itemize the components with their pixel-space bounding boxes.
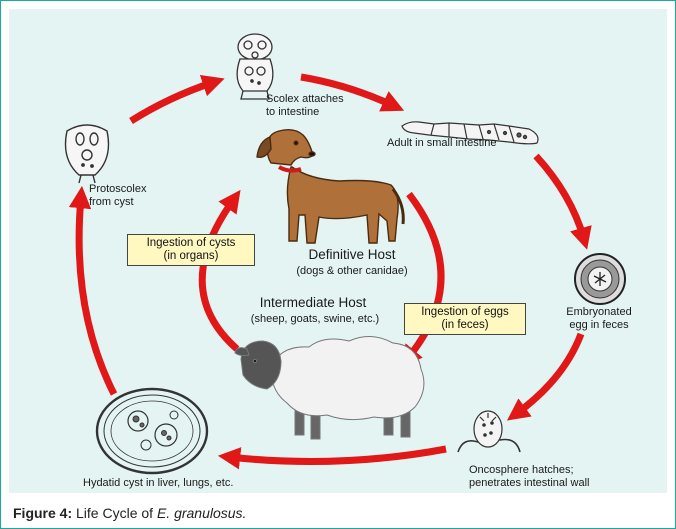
oncosphere-icon <box>458 411 520 452</box>
definitive-host-title: Definitive Host <box>277 247 427 263</box>
label-oncosphere: Oncosphere hatches; penetrates intestina… <box>469 464 589 490</box>
label-hydatid: Hydatid cyst in liver, lungs, etc. <box>83 477 233 490</box>
figure-caption: Figure 4: Life Cycle of E. granulosus. <box>13 505 246 521</box>
protoscolex-icon <box>66 125 109 183</box>
arrow-adult-to-egg <box>536 156 584 239</box>
scolex-icon <box>237 34 273 99</box>
caption-species: E. granulosus. <box>157 505 247 521</box>
caption-number: Figure 4: <box>13 505 72 521</box>
note-ingestion-eggs: Ingestion of eggs (in feces) <box>404 303 526 335</box>
arrow-egg-to-oncosphere <box>516 334 581 414</box>
intermediate-host-title: Intermediate Host <box>233 295 393 311</box>
arrow-protoscolex-to-scolex <box>131 82 214 121</box>
egg-icon <box>575 254 625 304</box>
caption-prefix: Life Cycle of <box>76 505 153 521</box>
label-adult: Adult in small intestine <box>387 137 496 150</box>
label-protoscolex: Protoscolex from cyst <box>89 183 146 209</box>
note-ingestion-cysts: Ingestion of cysts (in organs) <box>127 234 255 266</box>
arrow-sheep-to-dog <box>202 199 237 349</box>
intermediate-host-sub: (sheep, goats, swine, etc.) <box>225 313 405 326</box>
hydatid-cyst-icon <box>97 389 207 473</box>
arrow-oncosphere-to-hydatid <box>229 449 446 462</box>
sheep-icon <box>235 336 424 439</box>
definitive-host-sub: (dogs & other canidae) <box>271 265 433 278</box>
label-egg: Embryonated egg in feces <box>554 306 644 332</box>
arrow-hydatid-to-protoscolex <box>79 197 114 394</box>
dog-icon <box>257 130 403 243</box>
label-scolex: Scolex attaches to intestine <box>266 93 344 119</box>
